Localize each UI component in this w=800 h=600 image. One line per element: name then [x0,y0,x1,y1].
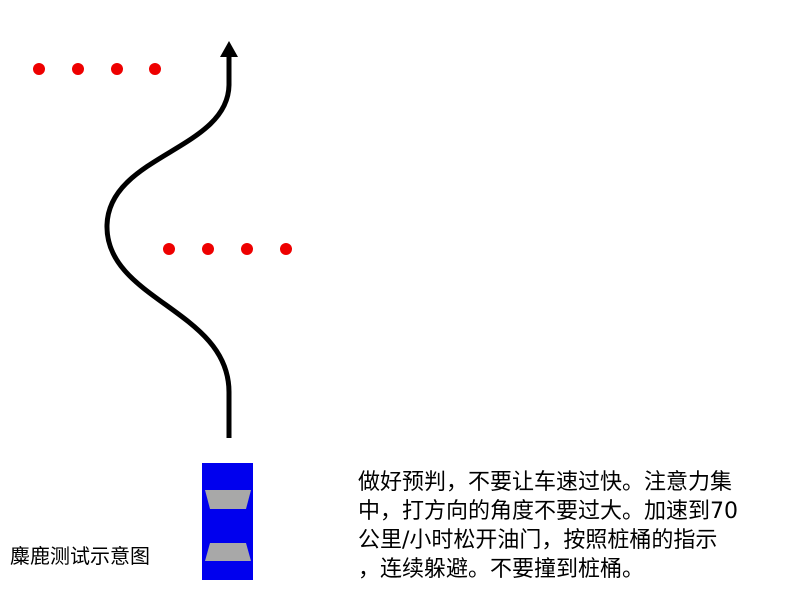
driving-instructions: 做好预判，不要让车速过快。注意力集 中，打方向的角度不要过大。加速到70 公里/… [358,468,783,584]
cone-dot [111,63,123,75]
cone-dot [72,63,84,75]
car-roof [212,512,245,540]
car-rear-window [205,543,251,561]
arrow-head [220,41,238,57]
middle-right-cone-row [163,243,292,255]
cone-dot [280,243,292,255]
cone-dot [163,243,175,255]
cone-dot [33,63,45,75]
instruction-line: 公里/小时松开油门，按照桩桶的指示 [358,528,718,553]
diagram-caption: 麋鹿测试示意图 [10,544,150,568]
cone-dot [241,243,253,255]
s-curve-arrow-icon [104,41,238,438]
instruction-line: 做好预判，不要让车速过快。注意力集 [358,470,733,495]
instruction-line: ，连续躲避。不要撞到桩桶。 [358,557,645,582]
cone-dot [149,63,161,75]
path-line [104,55,232,438]
cone-dot [202,243,214,255]
upper-left-cone-row [33,63,161,75]
car-front-window [205,490,251,509]
car-top-view-icon [202,463,253,580]
instruction-line: 中，打方向的角度不要过大。加速到70 [358,499,738,524]
